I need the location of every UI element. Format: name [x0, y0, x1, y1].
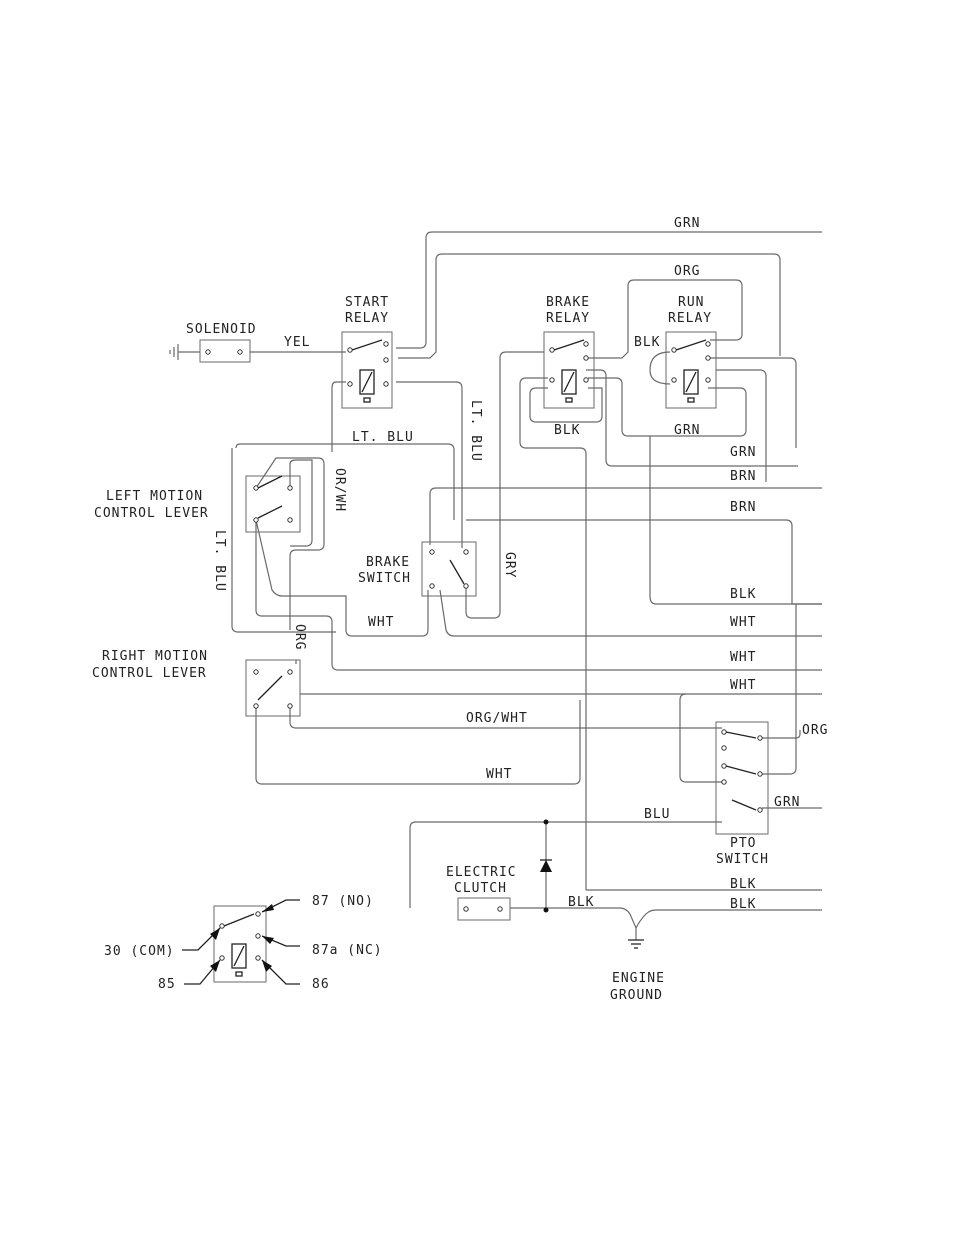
- diode-icon: [540, 860, 552, 872]
- wire-label: BLK: [730, 587, 756, 602]
- wire-label: YEL: [284, 335, 310, 350]
- legend-label-87a: 87a (NC): [312, 943, 383, 958]
- wire-label: GRN: [774, 795, 800, 810]
- right-lever-label-2: CONTROL LEVER: [92, 666, 207, 681]
- wires: [231, 231, 822, 940]
- solenoid-box: [199, 339, 251, 363]
- pto-switch-box: [715, 721, 769, 835]
- legend-relay-box: [213, 905, 267, 983]
- pto-switch-label-1: PTO: [730, 836, 756, 851]
- wire-label: ORG: [802, 723, 828, 738]
- right-lever-box: [245, 659, 301, 717]
- brake-relay-label-1: BRAKE: [546, 295, 590, 310]
- brake-switch-label-2: SWITCH: [358, 571, 411, 586]
- electric-clutch-label-2: CLUTCH: [454, 881, 507, 896]
- engine-ground-label-2: GROUND: [610, 988, 663, 1003]
- wire-label-vertical: GRY: [502, 552, 517, 578]
- wire-label-vertical: ORG: [292, 624, 307, 650]
- left-lever-box: [245, 475, 301, 533]
- brake-switch-label-1: BRAKE: [366, 555, 410, 570]
- brake-switch-box: [421, 541, 477, 597]
- run-relay-label-2: RELAY: [668, 311, 712, 326]
- wire-label: WHT: [730, 678, 756, 693]
- wire-label: WHT: [368, 615, 394, 630]
- wire-label: BLK: [730, 897, 756, 912]
- labels: SOLENOID START RELAY BRAKE RELAY RUN REL…: [92, 216, 828, 1003]
- start-relay-box: [341, 331, 393, 409]
- wire-label: BLK: [730, 877, 756, 892]
- brake-relay-box: [543, 331, 595, 409]
- wire-label: GRN: [730, 445, 756, 460]
- wire-label-vertical: OR/WH: [332, 468, 347, 512]
- left-lever-label-1: LEFT MOTION: [106, 489, 203, 504]
- engine-ground-label-1: ENGINE: [612, 971, 665, 986]
- wire-label: ORG/WHT: [466, 711, 528, 726]
- start-relay-label-2: RELAY: [345, 311, 389, 326]
- wire-label: WHT: [730, 650, 756, 665]
- wire-label: WHT: [730, 615, 756, 630]
- run-relay-box: [665, 331, 717, 409]
- legend-label-30: 30 (COM): [104, 944, 175, 959]
- legend-label-85: 85: [158, 977, 176, 992]
- ground-icon: [628, 939, 644, 949]
- right-lever-label-1: RIGHT MOTION: [102, 649, 208, 664]
- run-relay-label-1: RUN: [678, 295, 704, 310]
- brake-relay-label-2: RELAY: [546, 311, 590, 326]
- pto-switch-label-2: SWITCH: [716, 852, 769, 867]
- wire-label: BRN: [730, 469, 756, 484]
- wire-label: BRN: [730, 500, 756, 515]
- wire-label: WHT: [486, 767, 512, 782]
- legend-arrows: [182, 899, 300, 985]
- electric-clutch-label-1: ELECTRIC: [446, 865, 517, 880]
- wire-label: GRN: [674, 216, 700, 231]
- left-lever-label-2: CONTROL LEVER: [94, 506, 209, 521]
- legend-label-87: 87 (NO): [312, 894, 374, 909]
- legend-label-86: 86: [312, 977, 330, 992]
- wire-label: ORG: [674, 264, 700, 279]
- wire-label-vertical: LT. BLU: [212, 530, 227, 592]
- solenoid-label: SOLENOID: [186, 322, 257, 337]
- wire-label: BLU: [644, 807, 670, 822]
- wire-label-vertical: LT. BLU: [468, 400, 483, 462]
- electric-clutch-box: [457, 897, 511, 921]
- start-relay-label-1: START: [345, 295, 389, 310]
- wire-label: LT. BLU: [352, 430, 414, 445]
- wire-label: GRN: [674, 423, 700, 438]
- wire-label: BLK: [568, 895, 594, 910]
- components: [169, 331, 769, 985]
- wire-label: BLK: [554, 423, 580, 438]
- wire-label: BLK: [634, 335, 660, 350]
